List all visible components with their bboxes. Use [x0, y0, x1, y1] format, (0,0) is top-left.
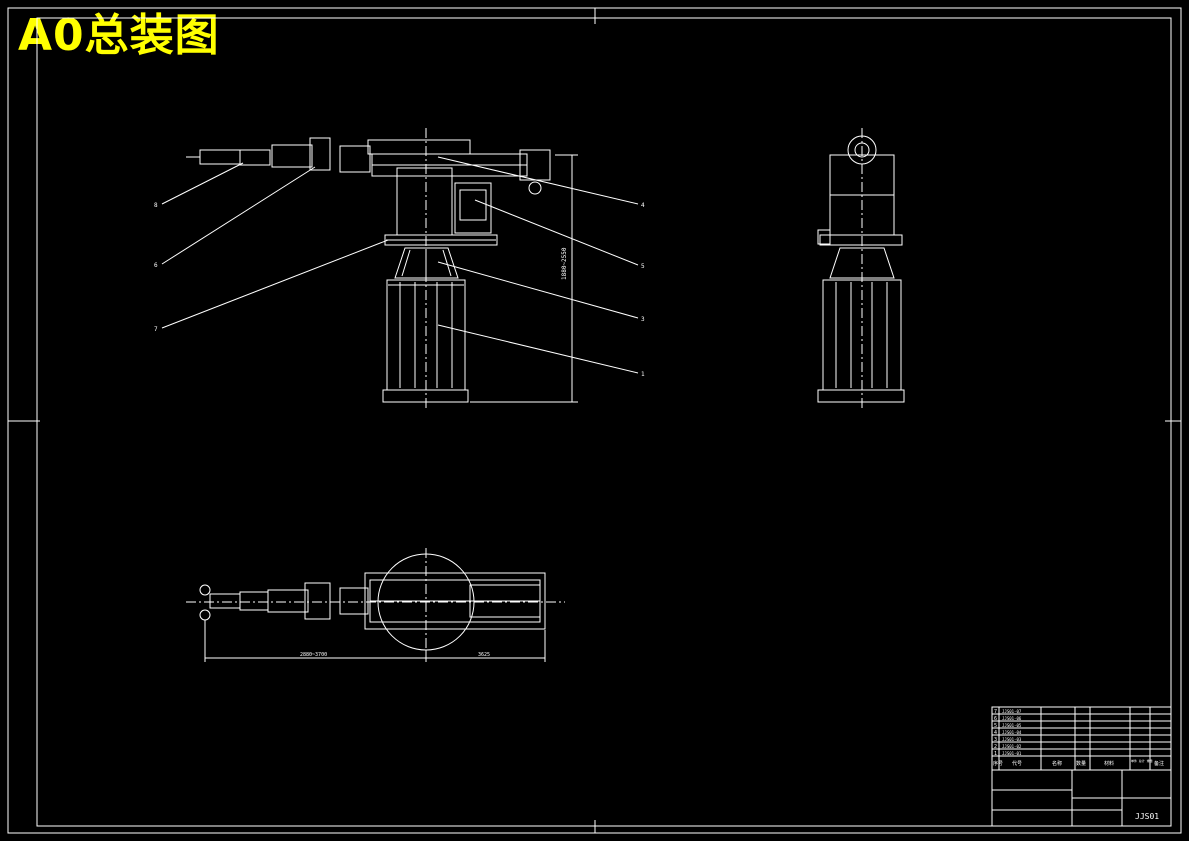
callout-6: 6 — [154, 262, 158, 269]
callout-7: 7 — [154, 326, 158, 333]
callout-4: 4 — [641, 202, 645, 209]
part-code-5: JJS01-05 — [1002, 723, 1022, 728]
drawing-number: JJS01 — [1135, 812, 1159, 821]
drawing-title: A0总装图 — [18, 10, 220, 61]
part-code-7: JJS01-07 — [1002, 709, 1022, 714]
callout-1: 1 — [641, 371, 645, 378]
part-no-1: 1 — [994, 751, 997, 757]
parts-list-header: 序号 代号 名称 数量 材料 单件 总计 重量 备注 — [993, 758, 1164, 767]
top-view — [186, 548, 565, 662]
callout-8: 8 — [154, 202, 158, 209]
part-code-4: JJS01-04 — [1002, 730, 1022, 735]
callout-5: 5 — [641, 263, 645, 270]
header-weight: 单件 总计 重量 — [1131, 758, 1153, 763]
part-code-2: JJS01-02 — [1002, 744, 1022, 749]
side-view — [817, 128, 905, 410]
part-no-7: 7 — [994, 709, 997, 715]
dim-height-label: 1880~2550 — [561, 247, 568, 280]
callout-leaders — [161, 156, 639, 374]
header-seq: 序号 — [993, 760, 1003, 767]
part-code-6: JJS01-06 — [1002, 716, 1022, 721]
header-qty: 数量 — [1076, 760, 1086, 767]
part-no-6: 6 — [994, 716, 997, 722]
drawing-frame — [36, 17, 1172, 827]
parts-list: 7 JJS01-07 6 JJS01-06 5 JJS01-05 4 JJS01… — [994, 709, 1022, 757]
header-code: 代号 — [1012, 760, 1022, 767]
part-no-5: 5 — [994, 723, 997, 729]
title-block — [991, 706, 1172, 827]
header-material: 材料 — [1104, 760, 1114, 767]
centering-marks — [8, 8, 1181, 833]
front-view — [186, 128, 578, 410]
part-no-4: 4 — [994, 730, 997, 736]
dim-tail-label: 3625 — [478, 652, 490, 658]
header-name: 名称 — [1052, 760, 1062, 767]
part-no-3: 3 — [994, 737, 997, 743]
part-code-1: JJS01-01 — [1002, 751, 1022, 756]
callout-3: 3 — [641, 316, 645, 323]
header-remark: 备注 — [1154, 760, 1164, 767]
part-no-2: 2 — [994, 744, 997, 750]
part-code-3: JJS01-03 — [1002, 737, 1022, 742]
dim-reach-label: 2880~3700 — [300, 652, 327, 658]
